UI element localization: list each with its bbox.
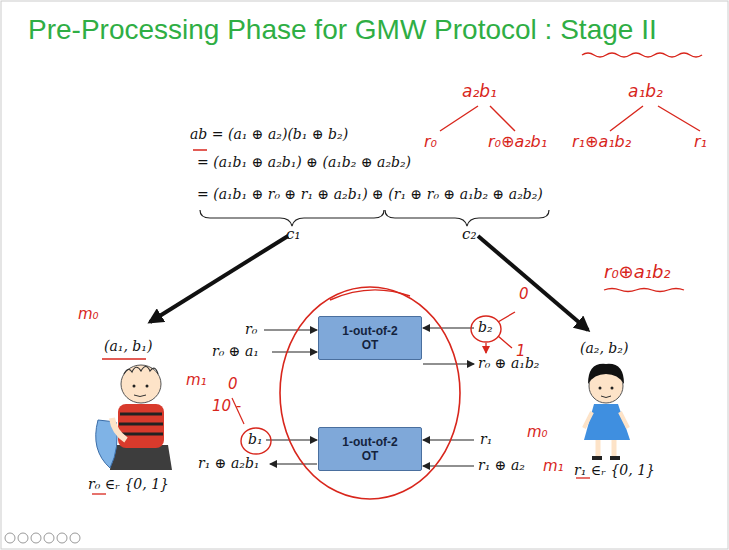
random-bit: r₁ ∈ᵣ {0, 1} [574, 462, 655, 478]
equation: ab = (a₁ ⊕ a₂)(b₁ ⊕ b₂) [190, 126, 348, 142]
linus-figure [96, 365, 172, 470]
annotation: m₀ [527, 424, 548, 441]
annotation: 1 [516, 343, 526, 360]
ot-input: r₀ [245, 321, 257, 337]
annotation: r₀⊕a₂b₁ [488, 133, 547, 151]
equation: = (a₁b₁ ⊕ a₂b₁) ⊕ (a₁b₂ ⊕ a₂b₂) [197, 154, 411, 170]
annotation: r₀ [424, 133, 437, 151]
ot-input: r₁ [480, 431, 492, 447]
annotation: 10 - [212, 398, 241, 415]
annotation: a₁b₂ [628, 82, 663, 102]
lucy-figure [584, 364, 630, 458]
annotation: r₁ [694, 133, 707, 151]
share-name: c₂ [462, 226, 476, 243]
ot-choice: b₁ [248, 431, 263, 447]
ot-output: r₀ ⊕ a₁b₂ [478, 355, 539, 371]
annotation: m₀ [78, 306, 99, 323]
slide-title: Pre-Processing Phase for GMW Protocol : … [28, 14, 657, 46]
ot-choice: b₂ [478, 319, 493, 335]
annotation: r₀⊕a₁b₂ [604, 262, 671, 283]
ot-output: r₁ ⊕ a₂b₁ [198, 455, 259, 471]
ot-input: r₀ ⊕ a₁ [212, 343, 259, 359]
annotation: a₂b₁ [462, 82, 497, 102]
annotation: r₁⊕a₁b₂ [572, 133, 631, 151]
annotation: m₁ [186, 372, 207, 389]
ot-input: r₁ ⊕ a₂ [478, 457, 525, 473]
annotation: 0 [519, 286, 529, 303]
ot-box: 1-out-of-2 OT [318, 316, 422, 360]
ot-box: 1-out-of-2 OT [318, 427, 422, 471]
share-name: c₁ [286, 226, 300, 243]
annotation: m₁ [543, 458, 564, 475]
party-input: (a₂, b₂) [580, 340, 628, 356]
random-bit: r₀ ∈ᵣ {0, 1} [88, 476, 169, 492]
party-input: (a₁, b₁) [104, 338, 152, 354]
annotation: 0 [228, 376, 238, 393]
equation: = (a₁b₁ ⊕ r₀ ⊕ r₁ ⊕ a₂b₁) ⊕ (r₁ ⊕ r₀ ⊕ a… [197, 186, 543, 202]
ot-label: 1-out-of-2 OT [334, 324, 406, 353]
ot-label: 1-out-of-2 OT [334, 435, 406, 464]
